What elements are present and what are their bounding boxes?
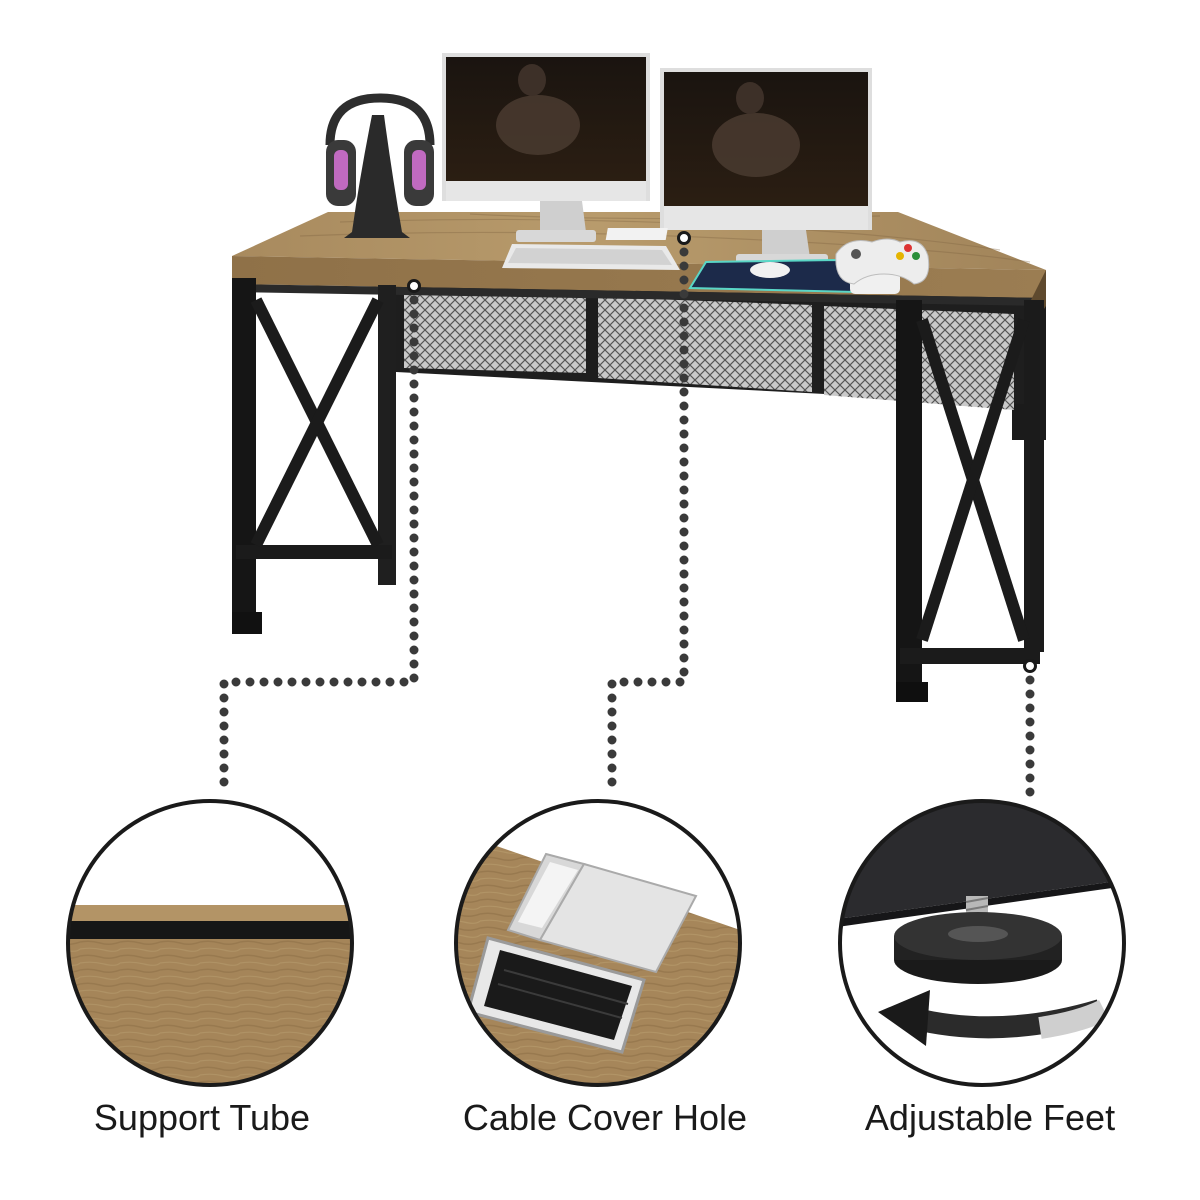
headphone-stand	[325, 93, 435, 238]
leader-lines	[219, 233, 1035, 801]
caption-cable-cover-hole: Cable Cover Hole	[462, 1097, 748, 1138]
anchor-cable-hole	[677, 231, 691, 245]
caption-support-tube: Support Tube	[93, 1097, 311, 1138]
leader-anchors	[407, 231, 1037, 673]
game-controller	[835, 238, 930, 294]
keyboard	[502, 244, 680, 270]
desk	[232, 212, 1046, 702]
mesh-panel	[396, 282, 1040, 410]
caption-adjustable-feet: Adjustable Feet	[864, 1097, 1116, 1138]
desk-leg-left	[232, 278, 396, 634]
detail-support-tube	[66, 799, 354, 1087]
leader-line-cable-hole	[607, 233, 689, 801]
desk-leg-right	[896, 300, 1044, 702]
anchor-support-tube	[407, 279, 421, 293]
mouse-pad	[688, 258, 858, 294]
monitor-left	[442, 53, 650, 242]
anchor-feet	[1023, 659, 1037, 673]
leader-line-support-tube	[219, 281, 419, 801]
detail-adjustable-feet	[838, 799, 1126, 1087]
monitor-right	[660, 68, 872, 266]
desk-grommet	[605, 228, 668, 240]
detail-cable-hole	[454, 799, 742, 1087]
